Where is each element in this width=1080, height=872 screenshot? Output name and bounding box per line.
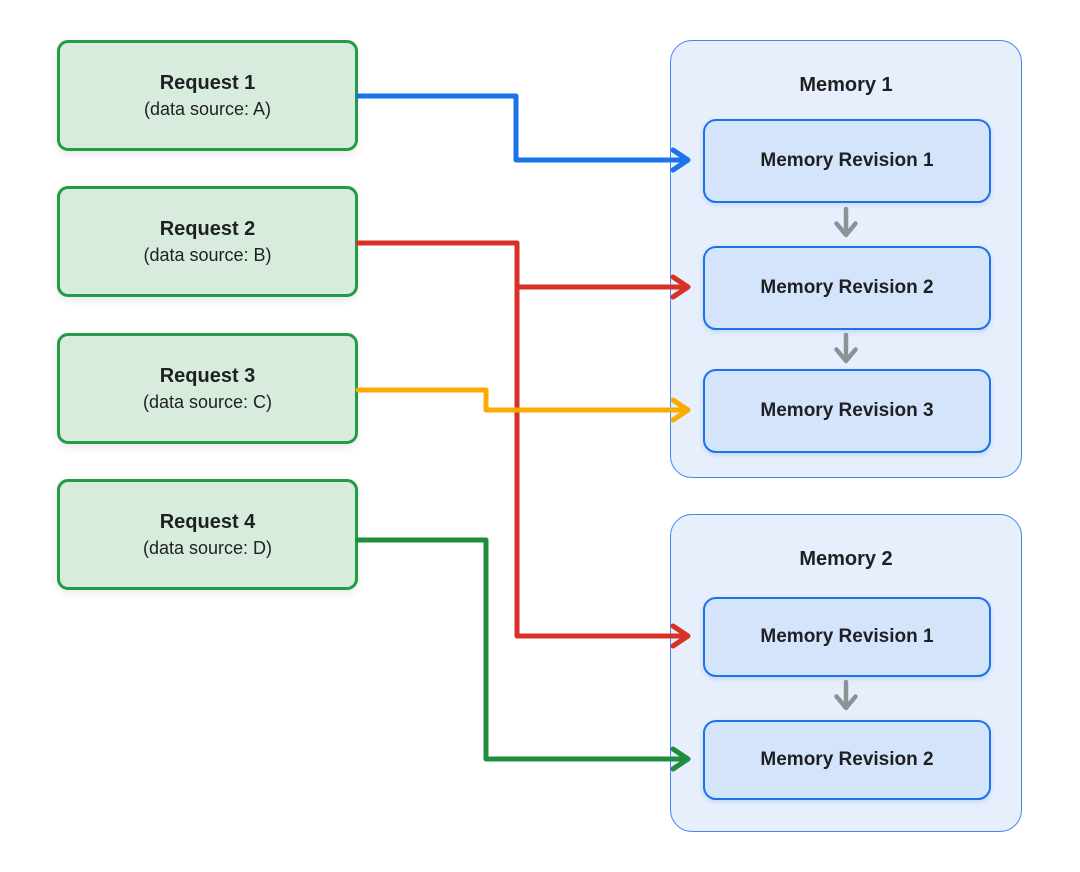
request-3-title: Request 3 [159,365,256,387]
request-4-subtitle: (data source: D) [142,538,273,558]
connector-request3-to-memory1-revision3 [355,387,691,423]
connector-request4-to-memory2-revision2 [355,537,691,772]
request-3-subtitle: (data source: C) [142,392,273,412]
connector-request1-to-memory1-revision1 [355,93,691,173]
request-1-subtitle: (data source: A) [143,99,272,119]
connector-request2-to-memory2-revision1 [355,240,691,649]
memory-1-revision-2-box: Memory Revision 2 [703,246,991,330]
memory-2-revision-2-box: Memory Revision 2 [703,720,991,800]
memory-1-title: Memory 1 [799,74,893,96]
memory-2-title: Memory 2 [799,548,893,570]
request-2-box: Request 2 (data source: B) [57,186,358,297]
memory-2-revision-1-box: Memory Revision 1 [703,597,991,677]
request-4-box: Request 4 (data source: D) [57,479,358,590]
request-3-box: Request 3 (data source: C) [57,333,358,444]
request-1-box: Request 1 (data source: A) [57,40,358,151]
request-2-subtitle: (data source: B) [143,245,272,265]
memory-1-revision-3-box: Memory Revision 3 [703,369,991,453]
request-1-title: Request 1 [159,72,256,94]
request-2-title: Request 2 [159,218,256,240]
memory-1-revision-1-box: Memory Revision 1 [703,119,991,203]
down-arrow-icon [834,206,858,238]
request-4-title: Request 4 [159,511,256,533]
memory-1-card: Memory 1 Memory Revision 1 Memory Revisi… [670,40,1022,478]
down-arrow-icon [834,679,858,711]
down-arrow-icon [834,332,858,364]
memory-2-card: Memory 2 Memory Revision 1 Memory Revisi… [670,514,1022,832]
